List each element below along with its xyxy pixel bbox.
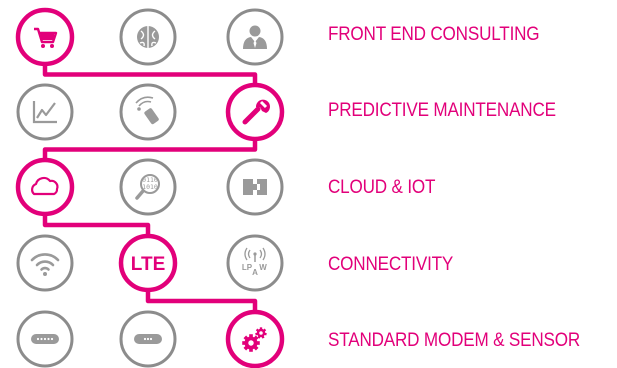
wifi-icon xyxy=(30,253,60,276)
cloud-icon xyxy=(31,176,59,196)
puzzle-connector-icon xyxy=(243,179,267,195)
row-label-front-end-consulting: FRONT END CONSULTING xyxy=(328,24,540,45)
modem-circle xyxy=(16,310,74,368)
shopping-cart-icon xyxy=(34,27,58,48)
lpwa-text: A xyxy=(252,268,258,277)
wrench-icon xyxy=(242,99,270,125)
lte-icon: LTE xyxy=(131,254,165,275)
line-chart-icon xyxy=(32,101,57,124)
sensor-icon xyxy=(134,334,162,344)
connector-path xyxy=(42,37,258,339)
gears-icon xyxy=(242,327,267,352)
wireless-sensor-icon xyxy=(135,96,159,125)
row-label-standard-modem-sensor: STANDARD MODEM & SENSOR xyxy=(328,330,581,351)
row-label-connectivity: CONNECTIVITY xyxy=(328,254,454,275)
sensor-circle xyxy=(119,310,177,368)
row-label-predictive-maintenance: PREDICTIVE MAINTENANCE xyxy=(328,100,556,121)
lte-text: LTE xyxy=(131,254,165,275)
path-connectors xyxy=(42,37,258,339)
brain-circle xyxy=(119,8,177,66)
lte-circle: LTE xyxy=(118,233,178,293)
line-chart-circle xyxy=(16,83,74,141)
svg-text:1010: 1010 xyxy=(142,183,158,191)
modem-icon xyxy=(31,334,59,344)
wrench-circle xyxy=(225,82,285,142)
row-label-cloud-iot: CLOUD & IOT xyxy=(328,177,436,198)
consultant-circle xyxy=(226,8,284,66)
brain-icon xyxy=(137,26,159,48)
gears-circle xyxy=(225,309,285,368)
wireless-sensor-circle xyxy=(119,83,177,141)
lpwa-text: LP xyxy=(242,263,253,272)
consultant-icon xyxy=(243,25,267,49)
shopping-cart-circle xyxy=(15,7,75,67)
svg-text:0110: 0110 xyxy=(142,176,158,184)
lpwa-text: W xyxy=(259,263,267,272)
puzzle-connector-circle xyxy=(226,158,284,216)
cloud-circle xyxy=(15,157,75,217)
wifi-circle xyxy=(16,234,74,292)
